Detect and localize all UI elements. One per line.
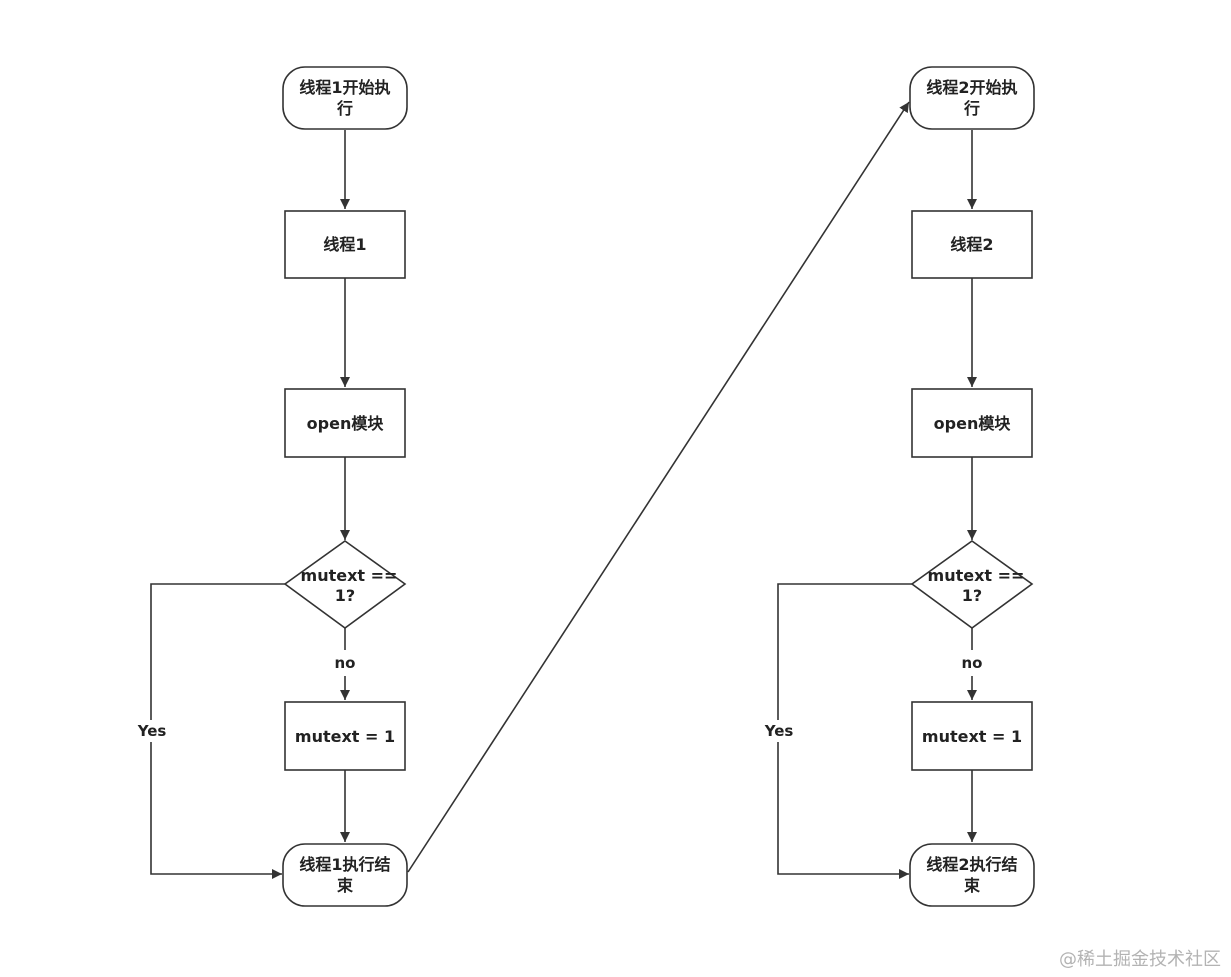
flow1-open-node: open模块 [284, 388, 406, 458]
flow1-yes-label-bg [135, 720, 169, 742]
flow1-end-line2: 束 [337, 876, 354, 895]
flow2-end-line2: 束 [964, 876, 981, 895]
flow1-decision-line1: mutext == [301, 566, 398, 585]
flow2-process-label: 线程2 [950, 235, 993, 254]
flow1-end-node: 线程1执行结 束 [282, 843, 408, 907]
edge-flow1-end-to-flow2-start [407, 101, 910, 873]
flow2-assign-label: mutext = 1 [922, 727, 1022, 746]
flow1-open-label: open模块 [307, 414, 385, 433]
flow1-process-node: 线程1 [284, 210, 406, 279]
flow2-start-line1: 线程2开始执 [926, 78, 1017, 97]
flow1-decision-line2: 1? [335, 586, 355, 605]
flow2-start-line2: 行 [963, 99, 980, 118]
flow1-no-label: no [335, 654, 356, 672]
flow1-start-node: 线程1开始执 行 [282, 66, 408, 130]
flow2-decision-node: mutext == 1? [910, 540, 1034, 629]
flow2-edge-decision-yes [777, 583, 912, 879]
flow2-no-label: no [962, 654, 983, 672]
flow2-end-node: 线程2执行结 束 [909, 843, 1035, 907]
flow2-start-node: 线程2开始执 行 [909, 66, 1035, 130]
flow2-decision-line2: 1? [962, 586, 982, 605]
flow2-yes-label-bg [762, 720, 796, 742]
flow2-decision-line1: mutext == [928, 566, 1025, 585]
flow2-process-node: 线程2 [911, 210, 1033, 279]
flow2-assign-node: mutext = 1 [911, 701, 1033, 771]
flow2-end-line1: 线程2执行结 [926, 855, 1017, 874]
flow1-assign-node: mutext = 1 [284, 701, 406, 771]
flow2-open-node: open模块 [911, 388, 1033, 458]
flow1-start-line2: 行 [336, 99, 353, 118]
flow1-decision-node: mutext == 1? [283, 540, 407, 629]
flow1-end-line1: 线程1执行结 [299, 855, 390, 874]
flow1-process-label: 线程1 [323, 235, 366, 254]
flow2-yes-label: Yes [764, 722, 794, 740]
flow1-start-line1: 线程1开始执 [299, 78, 390, 97]
flow2-open-label: open模块 [934, 414, 1012, 433]
flow1-edge-decision-yes [150, 583, 285, 879]
flow1-assign-label: mutext = 1 [295, 727, 395, 746]
watermark-text: @稀土掘金技术社区 [1059, 949, 1221, 970]
flow1-yes-label: Yes [137, 722, 167, 740]
